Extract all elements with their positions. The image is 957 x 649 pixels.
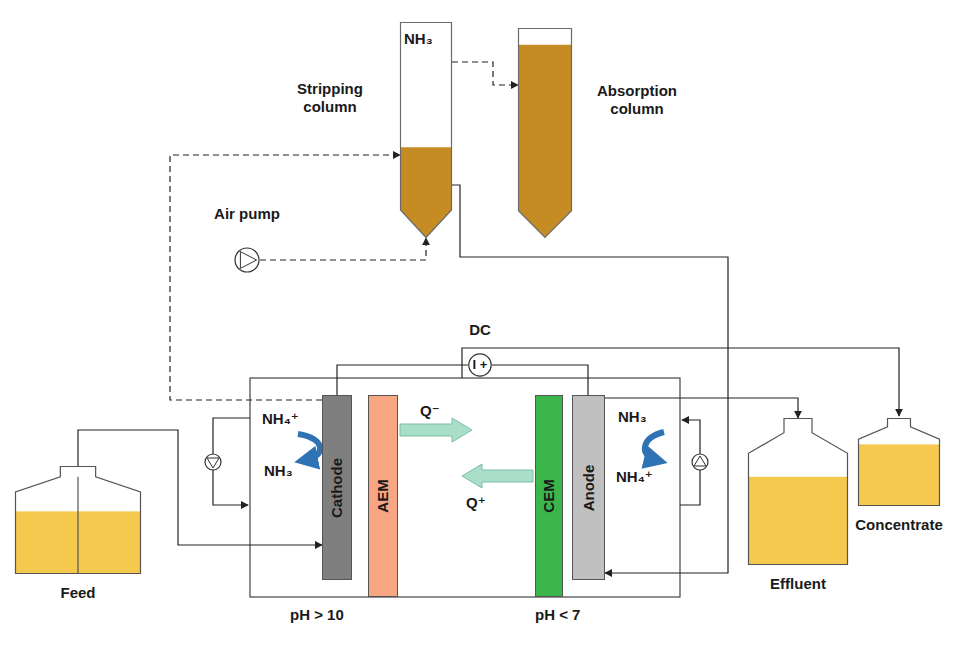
chemical-label: Q⁻ bbox=[420, 402, 440, 420]
membrane: AEM bbox=[368, 395, 398, 597]
ion-flow-arrow bbox=[462, 464, 533, 488]
box-label: Anode bbox=[580, 464, 598, 511]
chemical-label: NH₄⁺ bbox=[262, 410, 299, 428]
box-label: I + bbox=[473, 357, 488, 373]
caption-label: NH₃ bbox=[404, 30, 448, 48]
pump-symbol bbox=[205, 454, 221, 470]
flow-connector bbox=[260, 238, 426, 260]
dc-source: DCI + bbox=[468, 353, 492, 377]
box-label: AEM bbox=[374, 479, 392, 512]
chemical-label: pH > 10 bbox=[290, 606, 344, 624]
effluent-bottle: Effluent bbox=[748, 418, 848, 565]
electrode: Cathode bbox=[322, 395, 352, 580]
pump-outline bbox=[234, 247, 260, 273]
bottle-outline bbox=[858, 418, 940, 506]
column-outline bbox=[518, 28, 572, 238]
air-pump: Air pump bbox=[234, 247, 260, 273]
box-label: Cathode bbox=[328, 458, 346, 518]
bottle-outline bbox=[748, 418, 848, 565]
caption-label: Stripping column bbox=[275, 80, 385, 116]
reaction-arrow bbox=[298, 434, 320, 460]
box-label: CEM bbox=[540, 479, 558, 512]
flow-connector bbox=[452, 62, 518, 85]
caption-label: Air pump bbox=[202, 205, 292, 223]
feed-bottle: Feed bbox=[15, 466, 141, 574]
bottle-outline bbox=[15, 466, 141, 574]
concentrate-bottle: Concentrate bbox=[858, 418, 940, 506]
flow-connector bbox=[170, 155, 400, 400]
column-outline bbox=[400, 22, 452, 238]
flow-connector bbox=[337, 365, 468, 395]
caption-label: DC bbox=[450, 321, 510, 339]
flow-connector bbox=[492, 365, 588, 395]
reactor-cell bbox=[250, 378, 680, 597]
membrane: CEM bbox=[535, 395, 563, 597]
electrode: Anode bbox=[572, 395, 605, 580]
absorption-column: Absorption column bbox=[518, 28, 572, 238]
chemical-label: NH₄⁺ bbox=[616, 468, 653, 486]
caption-label: Effluent bbox=[718, 575, 878, 593]
chemical-label: pH < 7 bbox=[535, 606, 580, 624]
concentrate-line bbox=[462, 348, 899, 416]
chemical-label: NH₃ bbox=[618, 408, 647, 426]
reaction-arrow bbox=[645, 432, 664, 460]
caption-label: Concentrate bbox=[828, 516, 957, 534]
stripping-column: Stripping columnNH₃ bbox=[400, 22, 452, 238]
caption-label: Absorption column bbox=[582, 82, 692, 118]
caption-label: Feed bbox=[0, 584, 171, 602]
ion-flow-arrow bbox=[400, 418, 472, 442]
pump-symbol bbox=[692, 454, 708, 470]
chemical-label: Q⁺ bbox=[466, 494, 486, 512]
chemical-label: NH₃ bbox=[264, 462, 293, 480]
